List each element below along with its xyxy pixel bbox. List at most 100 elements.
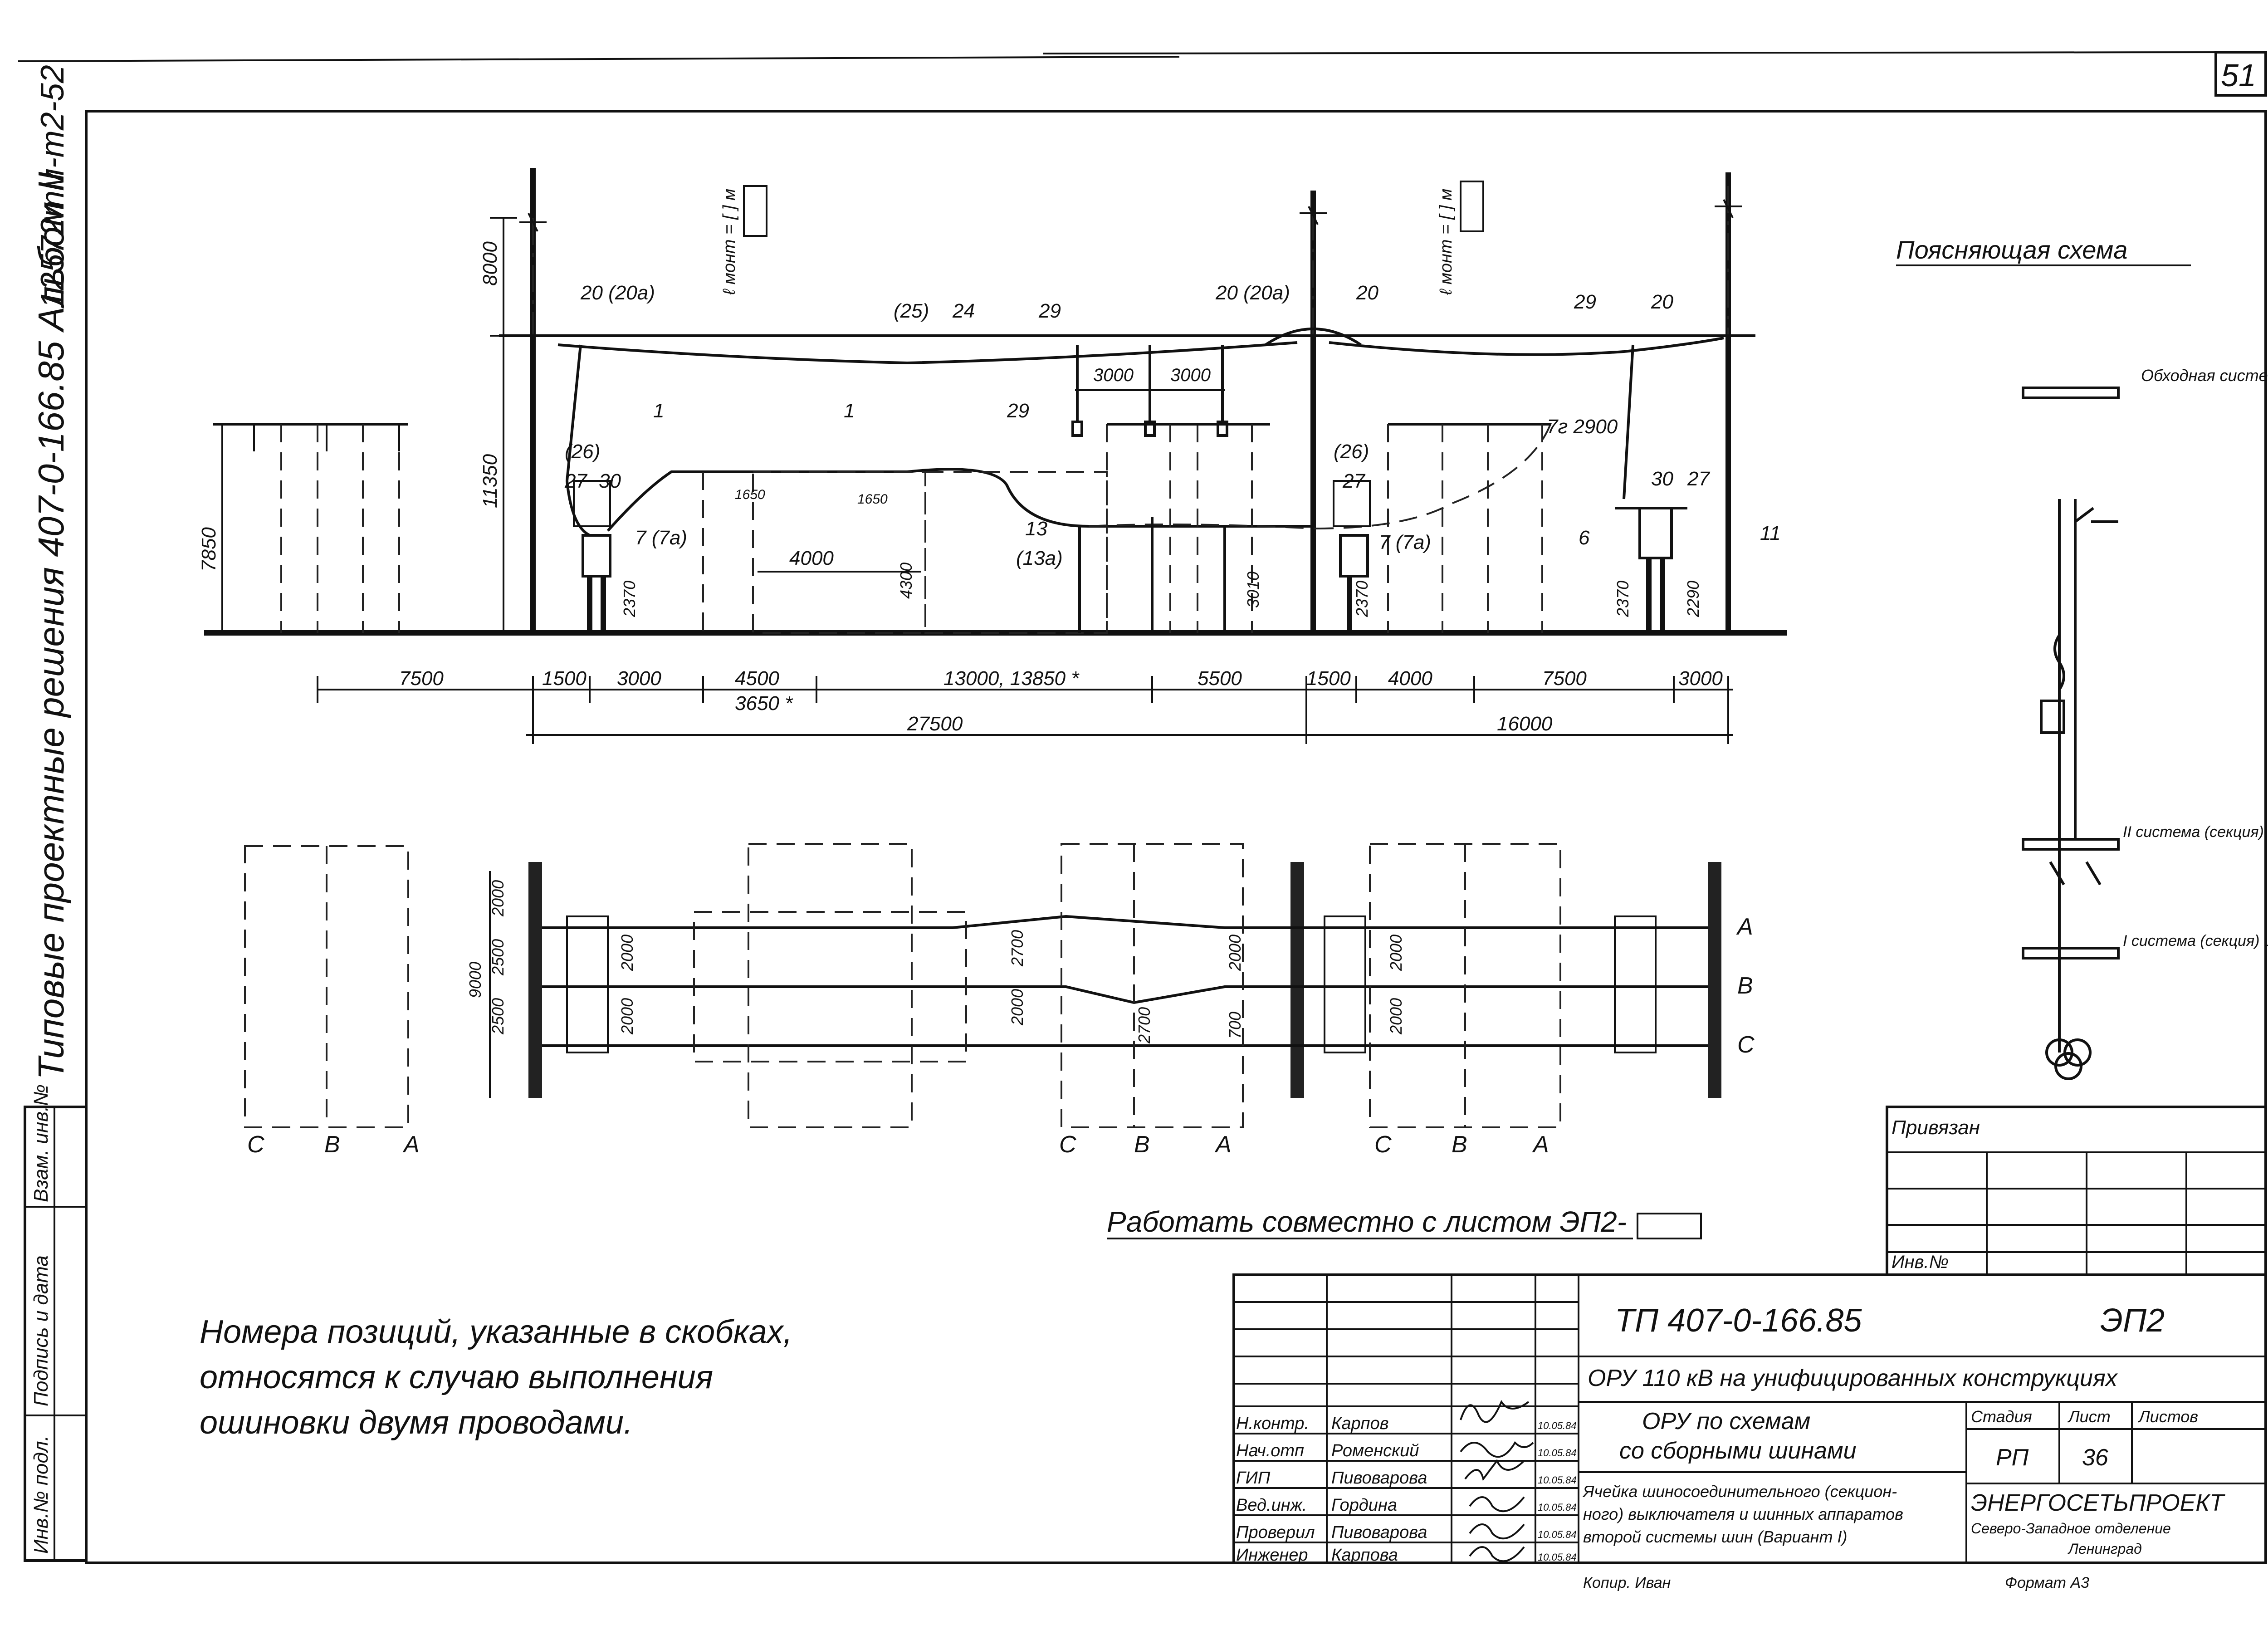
role: Инженер <box>1236 1546 1308 1565</box>
date: 10.05.84 <box>1538 1447 1577 1459</box>
bypass-label: Обходная система шин <box>2141 366 2268 385</box>
total-dim-2: 16000 <box>1497 713 1553 735</box>
plan-dim: 2500 <box>489 998 507 1035</box>
height-dim-1: 8000 <box>479 241 501 286</box>
sheets-header: Листов <box>2138 1407 2198 1426</box>
page-number: 51 <box>2221 58 2256 93</box>
phase-label: B <box>1737 973 1753 999</box>
phase-label: B <box>1134 1131 1150 1158</box>
drawing-title-2: со сборными шинами <box>1619 1438 1857 1464</box>
pos-label: (26) <box>565 441 600 463</box>
pos-label: 20 <box>1356 282 1378 304</box>
role: Проверил <box>1236 1523 1315 1542</box>
role: ГИП <box>1236 1469 1271 1488</box>
plan-dim: 2000 <box>1008 989 1026 1026</box>
phase-label: B <box>324 1131 340 1158</box>
left-margin: Типовые проектные решения 407-0-166.85 А… <box>31 65 71 1080</box>
plan-dim: 2700 <box>1135 1007 1154 1044</box>
name: Пивоварова <box>1331 1523 1427 1542</box>
height-dim-9: 2290 <box>1684 581 1702 617</box>
pos-label: 24 <box>952 300 975 322</box>
pos-label: 30 <box>599 470 621 492</box>
project-name: ОРУ 110 кВ на унифицированных конструкци… <box>1588 1365 2118 1391</box>
pos-label: 27 <box>1687 468 1710 490</box>
role: Н.контр. <box>1236 1414 1309 1433</box>
catenary-left <box>557 341 1298 365</box>
bottom-dim: 7500 <box>399 667 444 690</box>
pos-label: 7 (7а) <box>635 527 687 549</box>
height-dim-7: 2370 <box>1353 581 1371 617</box>
stage-header: Стадия <box>1971 1407 2032 1426</box>
note-line-1: Номера позиций, указанные в скобках, <box>200 1314 792 1350</box>
sheet-frame: 51 <box>18 51 2267 1564</box>
height-dim-4: 2370 <box>620 581 639 617</box>
sheet-desc-3: второй системы шин (Вариант I) <box>1583 1527 1847 1546</box>
plan-phase-a <box>542 915 1708 929</box>
plan-dim: 2000 <box>1226 935 1244 971</box>
phase-label: C <box>1059 1131 1076 1158</box>
stamp-inv-podl: Инв.№ подл. <box>30 1435 52 1554</box>
catenary-right <box>1329 337 1724 356</box>
doc-mark: ЭП2 <box>2100 1302 2165 1339</box>
title-block: ТП 407-0-166.85 ЭП2 ОРУ 110 кВ на унифиц… <box>1232 1273 2267 1591</box>
series-title: Типовые проектные решения 407-0-166.85 А… <box>31 171 71 1080</box>
inner-dim-3: 4000 <box>789 547 834 569</box>
phase-label: A <box>402 1131 420 1158</box>
doc-code: ТП 407-0-166.85 <box>1615 1302 1862 1339</box>
drawing-title-1: ОРУ по схемам <box>1642 1408 1810 1434</box>
plan-phase-b <box>542 985 1708 1004</box>
pos-label: 20 <box>1651 291 1673 313</box>
name: Карпов <box>1331 1414 1389 1433</box>
phase-label: A <box>1736 914 1753 940</box>
pos-label: 7 (7а) <box>1379 531 1431 553</box>
pos-label: (13а) <box>1016 547 1063 569</box>
name: Пивоварова <box>1331 1469 1427 1488</box>
pos-label: 27 <box>564 470 587 492</box>
mount-length-right: ℓ монт = [ ] м <box>1437 189 1456 295</box>
name: Роменский <box>1331 1441 1419 1460</box>
stage-value: РП <box>1996 1444 2029 1471</box>
pos-label: 27 <box>1342 470 1365 492</box>
pos-label: 20 (20а) <box>580 282 655 304</box>
pos-label: 13 <box>1025 518 1047 540</box>
height-dim-3: 7850 <box>198 527 220 572</box>
signatures <box>1460 1400 1534 1562</box>
phase-label: A <box>1214 1131 1232 1158</box>
bottom-dim: 4500 <box>735 667 779 690</box>
bottom-dim: 13000, 13850 * <box>943 667 1080 690</box>
bottom-dim: 5500 <box>1198 667 1242 690</box>
date: 10.05.84 <box>1538 1420 1577 1431</box>
plan-dim: 2000 <box>618 998 636 1035</box>
sheet-value: 36 <box>2082 1444 2108 1471</box>
phase-label: C <box>1374 1131 1392 1158</box>
plan-dim: 2700 <box>1008 930 1026 967</box>
pos-label: 1 <box>844 400 855 422</box>
phase-label: C <box>247 1131 264 1158</box>
sys2-label: II система (секция) шин <box>2123 823 2268 841</box>
org-name: ЭНЕРГОСЕТЬПРОЕКТ <box>1971 1490 2225 1516</box>
phase-label: B <box>1452 1131 1467 1158</box>
pos-label: 11 <box>1760 522 1781 544</box>
stamp-podpis-data: Подпись и дата <box>30 1255 52 1406</box>
pos-label: 29 <box>1574 291 1596 313</box>
plan-dim: 2000 <box>618 935 636 971</box>
height-dim-2: 11350 <box>479 454 501 508</box>
height-dim-6: 3010 <box>1244 572 1262 608</box>
scheme-title: Поясняющая схема <box>1896 235 2127 264</box>
sheet-desc-2: ного) выключателя и шинных аппаратов <box>1583 1505 1903 1523</box>
name: Гордина <box>1331 1496 1397 1515</box>
date: 10.05.84 <box>1538 1474 1577 1486</box>
total-dim-1: 27500 <box>907 713 963 735</box>
work-with-label: Работать совместно с листом ЭП2- <box>1107 1205 1627 1238</box>
note-line-3: ошиновки двумя проводами. <box>200 1405 633 1441</box>
date: 10.05.84 <box>1538 1552 1577 1563</box>
plan-dim: 700 <box>1226 1012 1244 1039</box>
role: Нач.отп <box>1236 1441 1304 1460</box>
sheet-desc-1: Ячейка шиносоединительного (секцион- <box>1582 1482 1897 1501</box>
pos-label: (26) <box>1334 441 1369 463</box>
inv-no-label: Инв.№ <box>1892 1252 1949 1272</box>
album-code: 12572тм-т2-52 <box>34 65 71 308</box>
plan-dim: 9000 <box>466 962 484 998</box>
side-stamp: Взам. инв.№ Подпись и дата Инв.№ подл. <box>24 1084 88 1562</box>
